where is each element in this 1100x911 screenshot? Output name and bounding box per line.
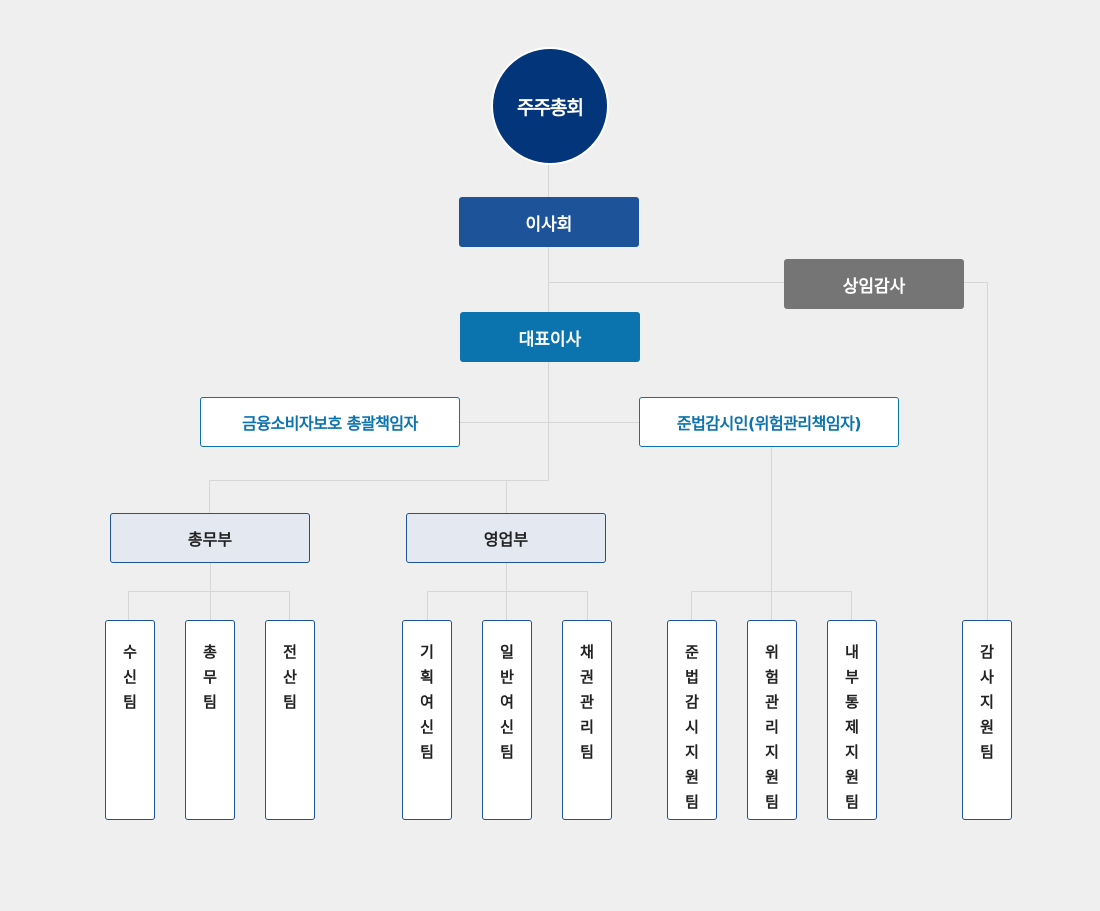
shareholders-meeting-node: 주주총회 <box>493 49 607 163</box>
ceo-node: 대표이사 <box>460 312 640 362</box>
consumer-protection-officer-node: 금융소비자보호 총괄책임자 <box>200 397 460 447</box>
standing-auditor-node: 상임감사 <box>784 259 964 309</box>
compliance-officer-node: 준법감시인(위험관리책임자) <box>639 397 899 447</box>
board-of-directors-node: 이사회 <box>459 197 639 247</box>
general-affairs-dept-node: 총무부 <box>110 513 310 563</box>
sales-dept-node: 영업부 <box>406 513 606 563</box>
